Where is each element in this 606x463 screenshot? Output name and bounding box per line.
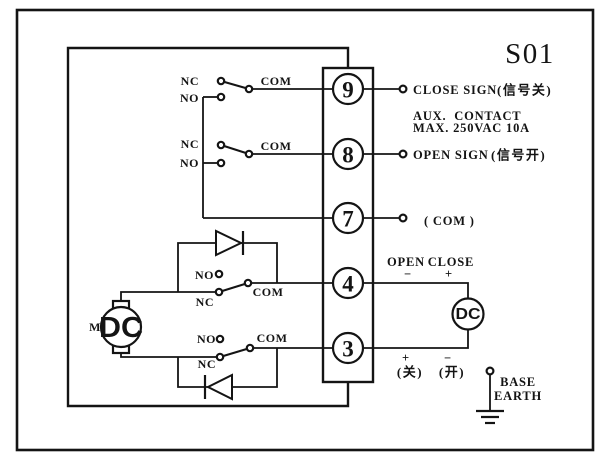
com-label: COM	[261, 139, 292, 153]
polarity-annotations: OPEN CLOSE − + + − (关) (开)	[387, 255, 474, 380]
motor-switch-close-labels: NO NC COM	[197, 331, 287, 371]
nc-contact-dot	[216, 140, 226, 150]
motor-tag: M	[89, 320, 101, 334]
motor-switch-open-arm	[218, 282, 249, 293]
aux-switch-open-labels: NC NO COM	[180, 137, 291, 170]
com-contact-dot	[245, 343, 255, 353]
outer-frame	[15, 8, 595, 452]
close-sign-label: CLOSE SIGN	[413, 83, 497, 97]
terminal-number: 8	[342, 143, 354, 168]
aux-switch-close-labels: NC NO COM	[180, 74, 291, 105]
terminal-8: 8	[331, 137, 365, 171]
terminal-3: 3	[331, 331, 365, 365]
com-terminal-label: ( COM )	[424, 214, 475, 228]
close-cn-label: (关)	[397, 365, 423, 380]
diode-forward-icon	[215, 229, 245, 257]
diode-upper-branch	[177, 229, 278, 292]
diode-reverse-icon	[203, 373, 233, 401]
aux-switch-close-arm	[220, 80, 250, 90]
terminal-circle	[331, 331, 365, 365]
close-polarity-top: +	[445, 267, 453, 281]
terminal-number: 3	[342, 337, 354, 362]
open-sign-label: OPEN SIGN	[413, 148, 489, 162]
no-label: NO	[195, 268, 214, 282]
com-contact-dot	[244, 149, 254, 159]
terminal-circle	[331, 137, 365, 171]
terminal-number: 9	[342, 78, 354, 103]
nc-label: NC	[198, 357, 216, 371]
motor-switch-open-labels: NO NC COM	[195, 268, 283, 309]
no-label: NO	[197, 332, 216, 346]
nc-label: NC	[196, 295, 214, 309]
no-contact-dot	[216, 92, 226, 102]
terminal-9: 9	[331, 72, 365, 106]
model-title: S01	[505, 38, 555, 70]
aux-common-bus	[202, 96, 217, 218]
com-label: COM	[257, 331, 288, 345]
ground-icon	[476, 409, 504, 425]
terminal-circle	[331, 72, 365, 106]
close-direction-label: CLOSE	[428, 255, 474, 269]
ground-label-line2: EARTH	[494, 389, 542, 403]
terminal-4: 4	[331, 266, 365, 300]
ground-label-line1: BASE	[500, 375, 536, 389]
signal-terminal-dot	[398, 149, 408, 159]
supply-body	[451, 297, 485, 331]
nc-contact-dot	[216, 76, 226, 86]
motor-bottom-wire	[120, 353, 220, 358]
motor-switch-close-arm	[219, 347, 251, 358]
dc-motor: M DC	[89, 299, 143, 355]
diode-triangle	[215, 229, 244, 257]
nc-contact-dot	[214, 287, 224, 297]
aux-switch-open-arm	[220, 144, 250, 155]
no-contact-dot	[215, 334, 225, 344]
com-label: COM	[253, 285, 284, 299]
no-contact-dot	[214, 269, 224, 279]
com-contact-dot	[244, 84, 254, 94]
no-label: NO	[180, 91, 199, 105]
enclosure-outline	[66, 46, 350, 408]
nc-label: NC	[181, 74, 199, 88]
motor-wires	[120, 291, 220, 358]
open-polarity-top: −	[404, 267, 412, 281]
close-polarity-bottom: +	[402, 351, 410, 365]
earth-ground: BASE EARTH	[476, 366, 542, 425]
signal-annotations: CLOSE SIGN (信号关) AUX. CONTACT MAX. 250VA…	[413, 83, 552, 229]
nc-label: NC	[181, 137, 199, 151]
aux-contact-note-line1: AUX. CONTACT	[413, 109, 521, 123]
signal-terminal-dot	[398, 84, 408, 94]
supply-dc-label: DC	[456, 306, 481, 323]
terminal-circle	[331, 201, 365, 235]
open-polarity-bottom: −	[444, 351, 452, 365]
terminal-number: 4	[342, 272, 354, 297]
motor-body	[99, 305, 143, 349]
ground-terminal-dot	[485, 366, 495, 376]
no-contact-dot	[216, 158, 226, 168]
motor-dc-label: DC	[99, 312, 143, 344]
open-direction-label: OPEN	[387, 255, 425, 269]
open-cn-label: (开)	[439, 365, 465, 380]
motor-top-wire	[120, 291, 219, 301]
nc-contact-dot	[215, 352, 225, 362]
close-sign-cn-label: (信号关)	[497, 83, 552, 98]
open-sign-cn-label: (信号开)	[491, 148, 546, 163]
terminal-number: 7	[342, 207, 354, 232]
terminal-circle	[331, 266, 365, 300]
com-label: COM	[261, 74, 292, 88]
diode-lower-branch	[177, 348, 278, 401]
no-label: NO	[180, 156, 199, 170]
aux-contact-note-line2: MAX. 250VAC 10A	[413, 121, 530, 135]
contact-dots	[214, 76, 408, 362]
diode-triangle	[205, 373, 233, 401]
com-contact-dot	[243, 278, 253, 288]
dc-power-supply: DC	[451, 297, 485, 331]
terminal-block	[321, 66, 375, 384]
terminal-7: 7	[331, 201, 365, 235]
signal-terminal-dot	[398, 213, 408, 223]
